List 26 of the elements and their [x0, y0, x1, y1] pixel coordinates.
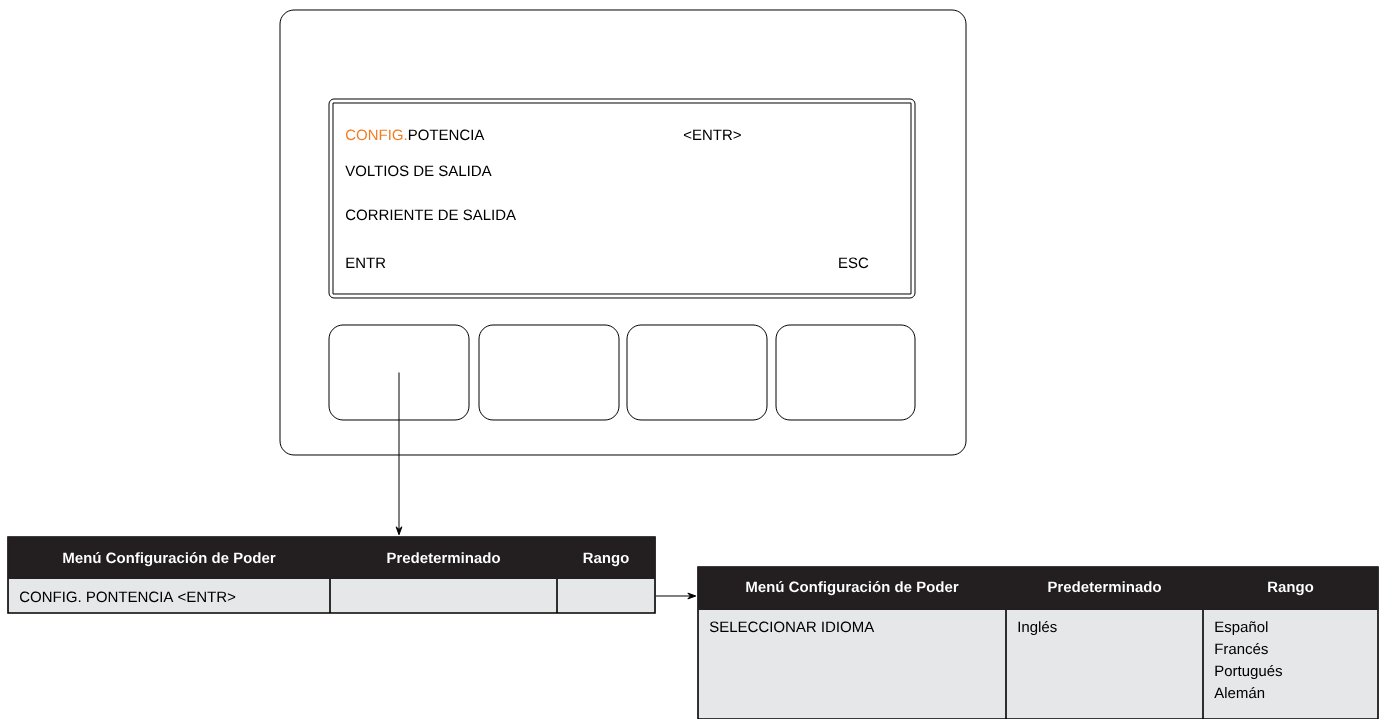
display-text: ENTR [346, 257, 386, 268]
device-panel [279, 9, 967, 456]
soft-key-button [775, 324, 916, 421]
display-text: CORRIENTE DE SALIDA [346, 209, 517, 221]
table-cell-text: Inglés [1018, 620, 1057, 636]
arrow [655, 592, 697, 600]
table-cell-text: CONFIG. PONTENCIA <ENTR> [20, 591, 236, 603]
table-header-text: Predeterminado [387, 552, 500, 564]
soft-key-button [626, 324, 768, 421]
display-text: ESC [839, 257, 869, 269]
table-header-text: Rango [583, 552, 629, 567]
display-text: <ENTR> [683, 129, 741, 140]
display-text: CONFIG. POTENCIA [346, 129, 485, 141]
table-cell-text: Alemán [1214, 686, 1265, 699]
arrow [395, 372, 403, 536]
table-cell-text: Español [1215, 621, 1268, 636]
soft-key-button [328, 324, 470, 421]
table-header-text: Rango [1268, 581, 1314, 596]
soft-key-button [478, 324, 620, 421]
table-cell-text: Portugués [1215, 664, 1282, 680]
table-header-text: Menú Configuración de Poder [63, 552, 276, 567]
table-header-text: Menú Configuración de Poder [746, 581, 959, 596]
display-text: VOLTIOS DE SALIDA [345, 165, 492, 177]
table-cell-text: Francés [1215, 642, 1268, 655]
table-header-text: Predeterminado [1048, 581, 1161, 593]
table-cell-text: SELECCIONAR IDIOMA [709, 621, 875, 633]
